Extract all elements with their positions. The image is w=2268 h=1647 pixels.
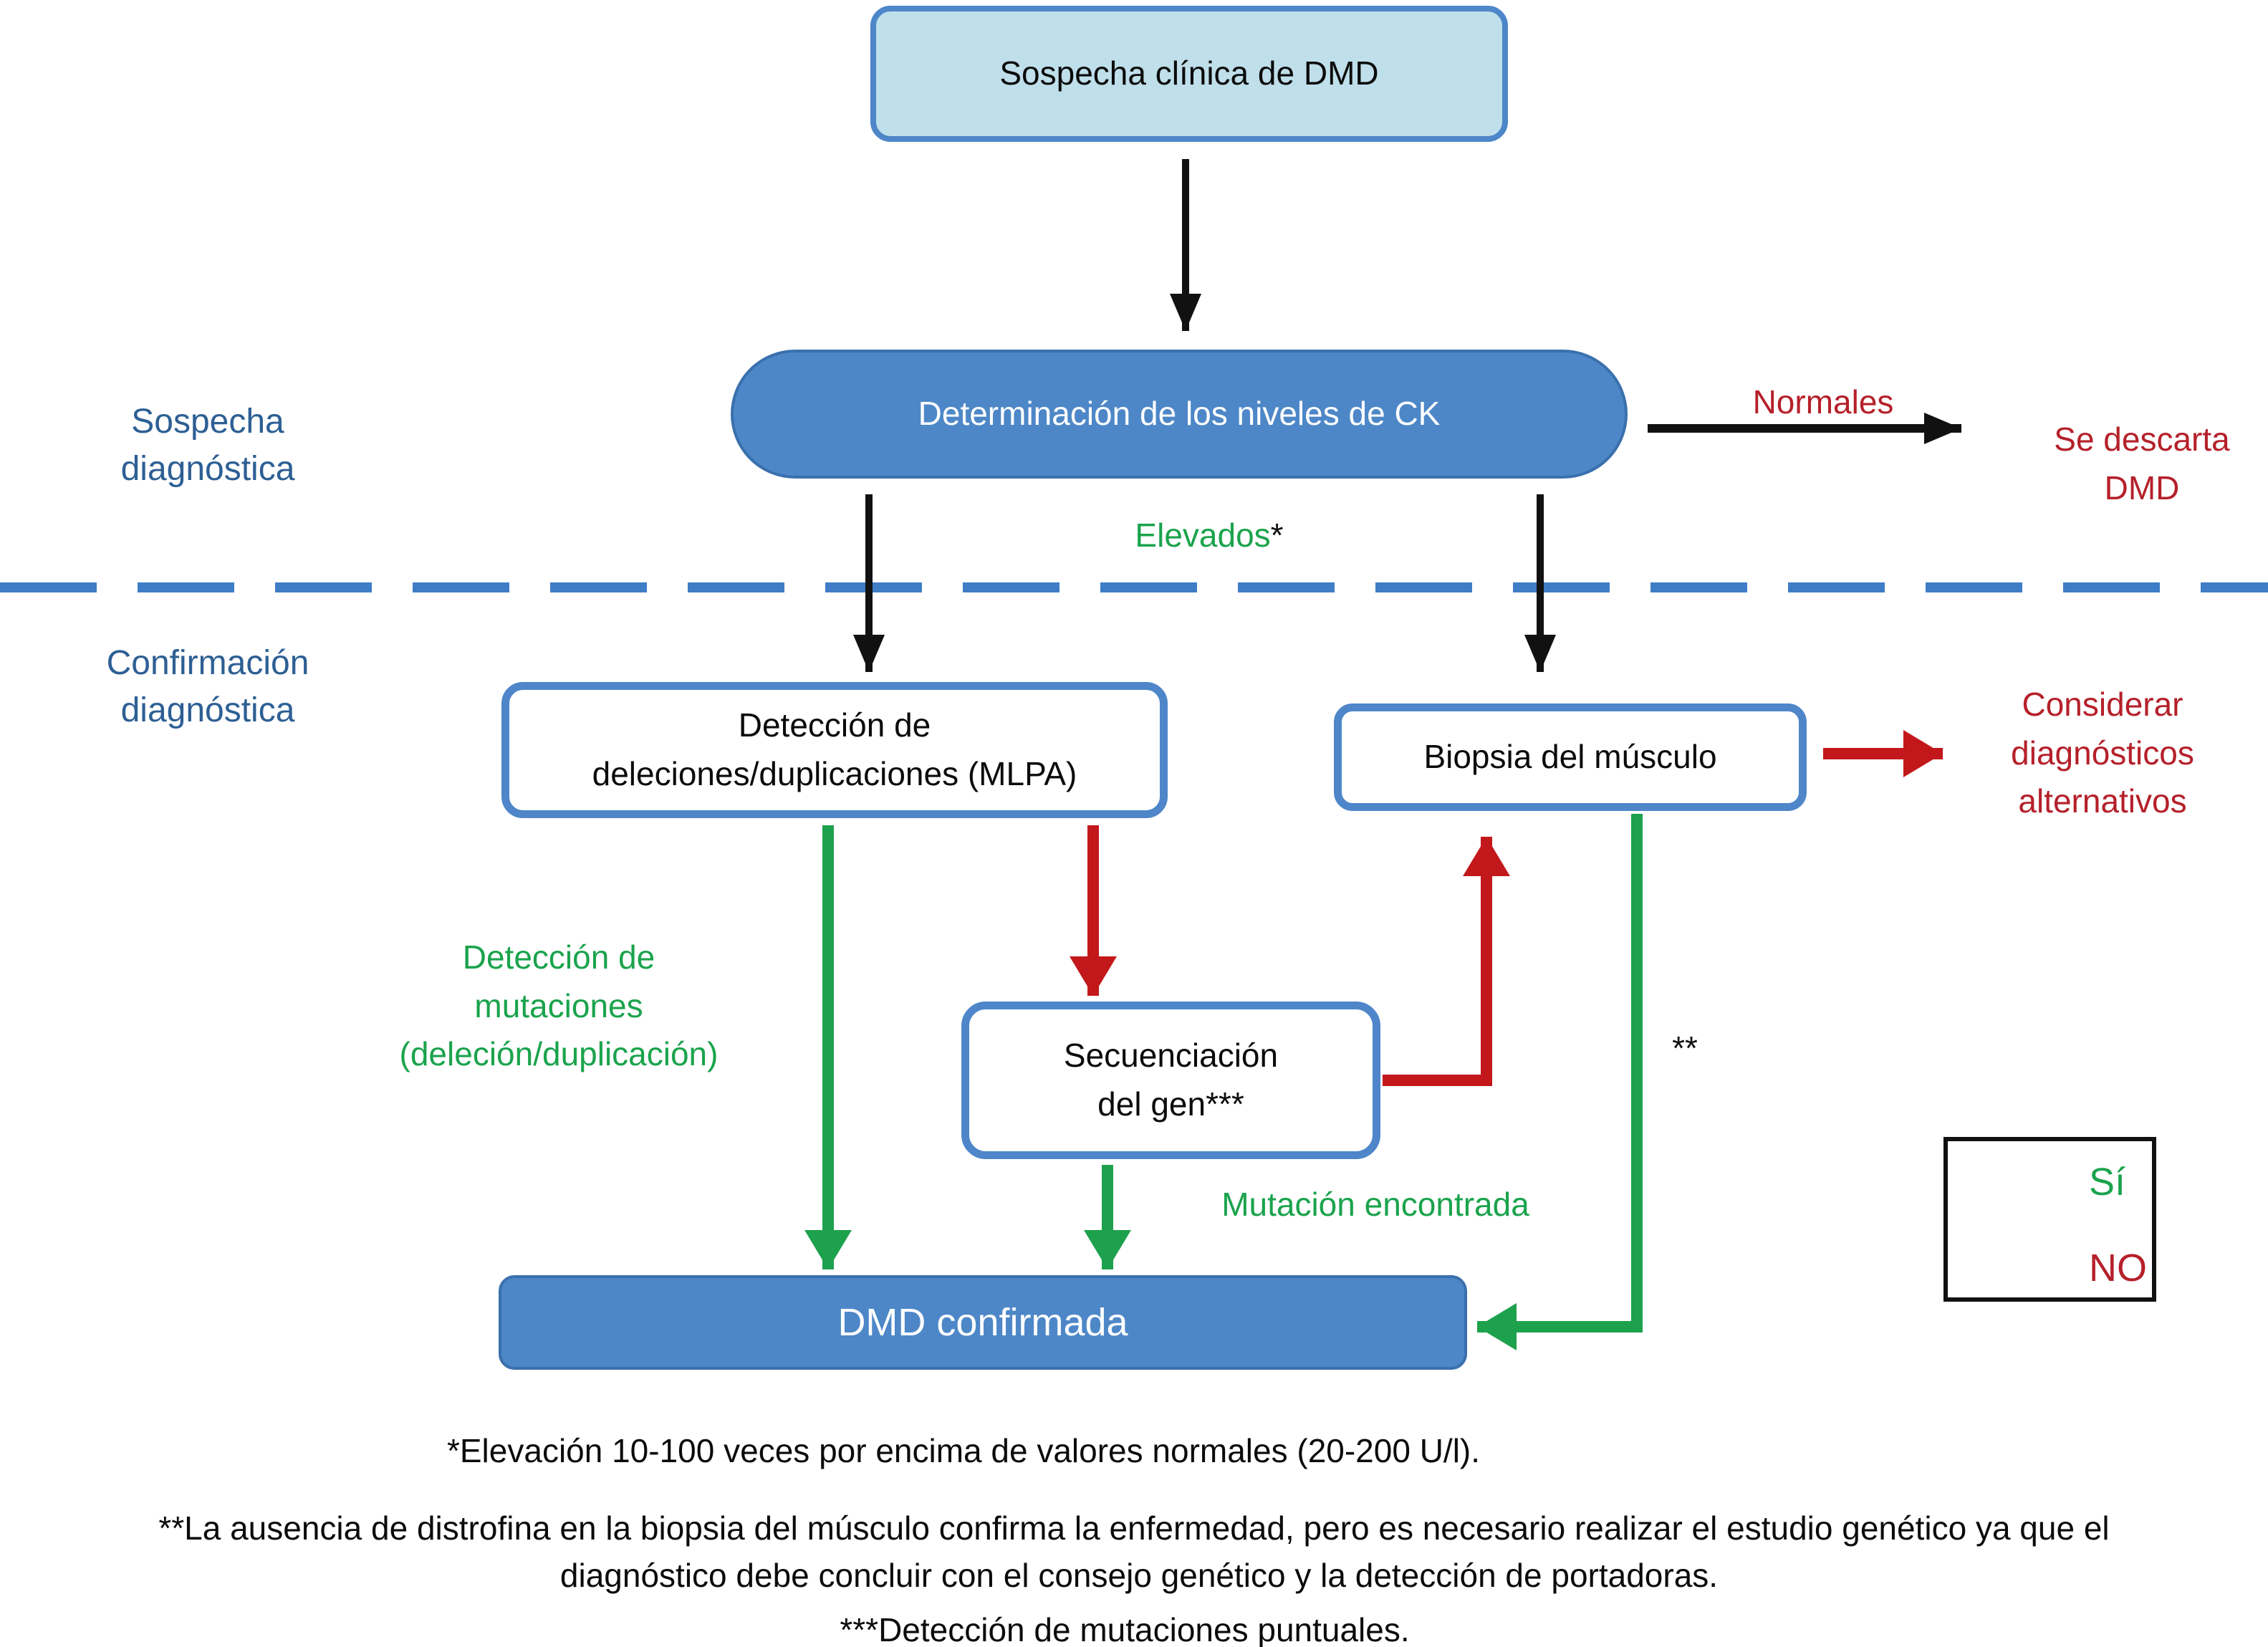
node-secuenciacion-line1: Secuenciación xyxy=(1063,1037,1279,1075)
edge-label-double-asterisk: ** xyxy=(1672,1029,1698,1067)
label-se-descarta-dmd: Se descarta DMD xyxy=(2054,421,2230,506)
node-secuenciacion: Secuenciación del gen*** xyxy=(961,1002,1380,1159)
footnote-3: ***Detección de mutaciones puntuales. xyxy=(840,1611,1410,1647)
node-determinacion-ck-label: Determinación de los niveles de CK xyxy=(918,395,1441,433)
node-dmd-confirmada: DMD confirmada xyxy=(499,1275,1467,1370)
node-biopsia: Biopsia del músculo xyxy=(1334,704,1807,811)
footnote-2-line2: diagnóstico debe concluir con el consejo… xyxy=(559,1557,1719,1594)
node-determinacion-ck: Determinación de los niveles de CK xyxy=(731,350,1628,479)
elevados-asterisk: * xyxy=(1270,517,1284,554)
node-secuenciacion-line2: del gen*** xyxy=(1097,1085,1244,1123)
legend-no-label: NO xyxy=(2089,1247,2147,1290)
edge-label-normales: Normales xyxy=(1752,383,1894,421)
node-sospecha-clinica: Sospecha clínica de DMD xyxy=(870,6,1508,142)
legend-box xyxy=(1943,1137,2156,1302)
node-mlpa-line2: deleciones/duplicaciones (MLPA) xyxy=(592,755,1077,792)
footnote-2-line1: **La ausencia de distrofina en la biopsi… xyxy=(158,1509,2110,1547)
node-dmd-confirmada-label: DMD confirmada xyxy=(837,1300,1128,1344)
node-sospecha-clinica-label: Sospecha clínica de DMD xyxy=(999,54,1379,92)
footnote-1: *Elevación 10-100 veces por encima de va… xyxy=(446,1432,1481,1469)
edge-label-mutacion-encontrada: Mutación encontrada xyxy=(1221,1186,1529,1223)
node-mlpa-line1: Detección de xyxy=(738,706,931,744)
edge-label-elevados: Elevados* xyxy=(1135,517,1284,554)
arrow-biopsia-to-dmd xyxy=(1477,814,1643,1350)
node-mlpa: Detección de deleciones/duplicaciones (M… xyxy=(501,682,1168,818)
edge-label-deteccion-mutaciones: Detección de mutaciones (deleción/duplic… xyxy=(399,938,719,1073)
stage-label-confirmacion: Confirmación diagnóstica xyxy=(106,644,309,730)
arrow-secuenciacion-to-biopsia xyxy=(1383,837,1510,1086)
legend-yes-label: Sí xyxy=(2089,1161,2126,1204)
label-considerar-diagnosticos: Considerar diagnósticos alternativos xyxy=(2011,686,2194,820)
node-biopsia-label: Biopsia del músculo xyxy=(1423,738,1717,776)
stage-label-sospecha: Sospecha diagnóstica xyxy=(120,403,295,489)
